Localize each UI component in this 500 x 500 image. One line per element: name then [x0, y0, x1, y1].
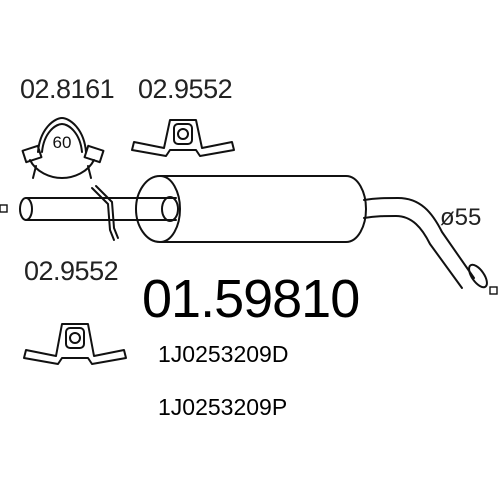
- clamp-ref-number: 02.8161: [20, 74, 115, 104]
- left-end-marker: [0, 204, 8, 213]
- mount-ref-number-top: 02.9552: [138, 74, 233, 104]
- part-number: 01.59810: [142, 269, 360, 329]
- mount-ref-number-left: 02.9552: [24, 256, 119, 286]
- rubber-mount-left-drawing: [23, 323, 127, 365]
- right-end-marker: [489, 286, 498, 295]
- oe-number-1: 1J0253209D: [158, 341, 289, 367]
- pipe-diameter-label: ø55: [440, 204, 482, 231]
- inlet-pipe-drawing: [19, 185, 179, 241]
- muffler-body-drawing: [135, 175, 367, 243]
- exhaust-clamp-drawing: [21, 117, 105, 179]
- rubber-mount-top-drawing: [131, 119, 235, 157]
- oe-number-2: 1J0253209P: [158, 394, 288, 420]
- outlet-pipe-drawing: [363, 197, 488, 289]
- clamp-size-label: 60: [53, 133, 72, 152]
